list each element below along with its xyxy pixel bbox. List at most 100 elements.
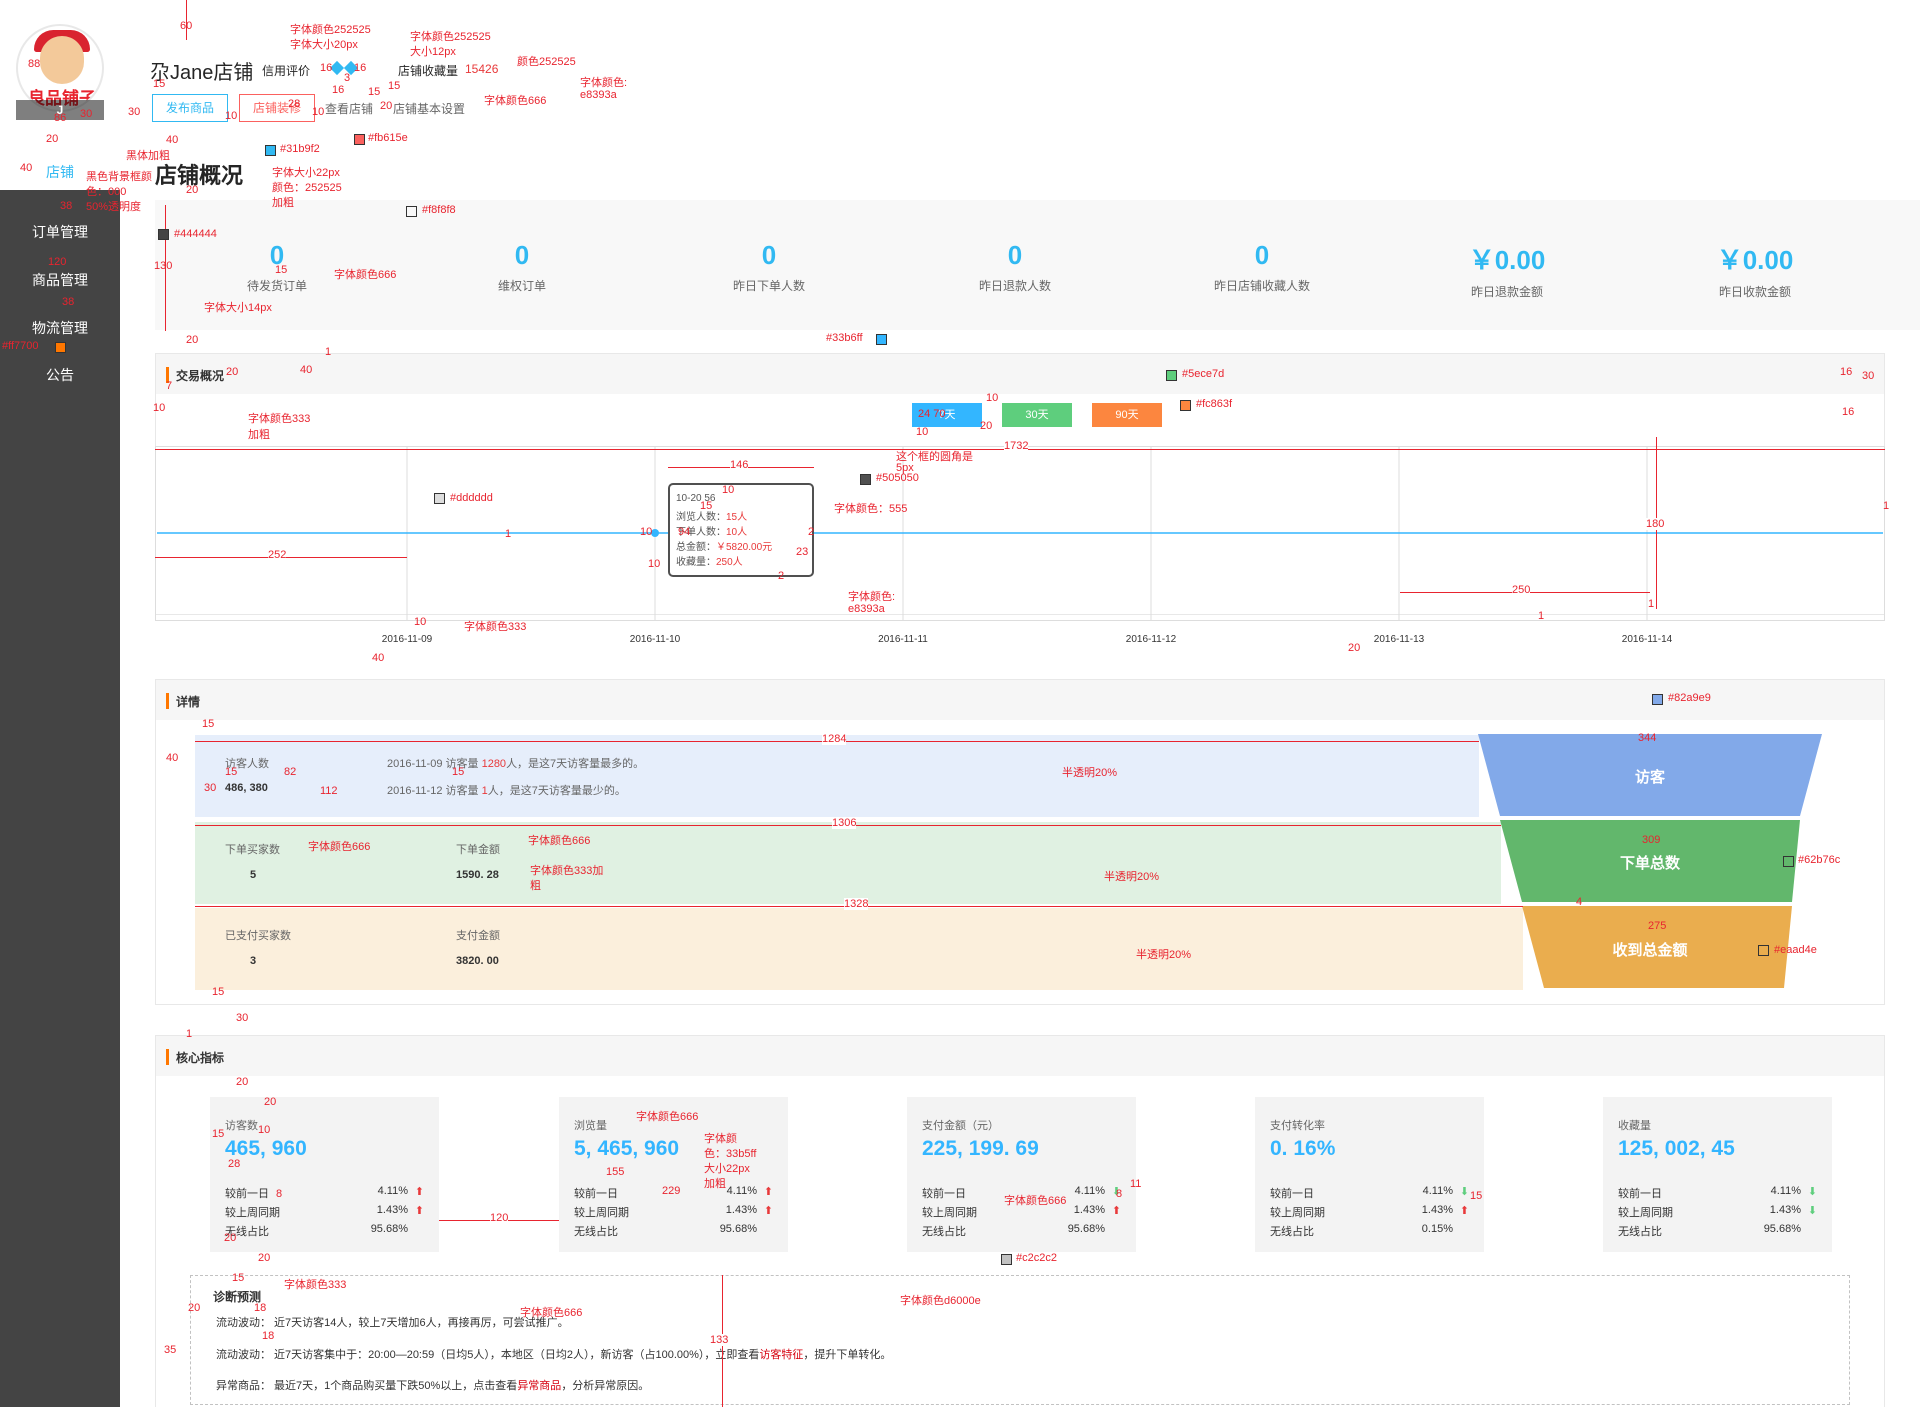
kpi-row-label: 无线占比 xyxy=(1270,1226,1314,1238)
measure-label: 15 xyxy=(212,986,225,998)
callout-text: 字体大小14px xyxy=(204,302,272,314)
sidebar-item-products[interactable]: 商品管理 xyxy=(32,272,88,288)
arrow-up-icon: ⬆ xyxy=(1459,1205,1469,1217)
note-post: 人，是这7天访客量最少的。 xyxy=(487,785,626,797)
arrow-down-icon: ⬇ xyxy=(1111,1186,1121,1198)
diag-text: 异常商品： 最近7天，1个商品购买量下跌50%以上，点击查看 xyxy=(216,1380,518,1392)
kpi-title: 支付转化率 xyxy=(1270,1120,1325,1132)
callout-text: e8393a xyxy=(580,89,617,101)
measure-label: 10 xyxy=(153,402,166,414)
arrow-up-icon: ⬆ xyxy=(414,1205,424,1217)
abnormal-products-link[interactable]: 异常商品 xyxy=(517,1380,562,1392)
measure-label: 15 xyxy=(232,1272,245,1284)
kpi-row-pct: 1.43% xyxy=(376,1204,408,1216)
paid-buyers-label: 已支付买家数 xyxy=(225,930,291,942)
callout-text: #62b76c xyxy=(1798,854,1841,866)
kpi-row-label: 无线占比 xyxy=(574,1226,618,1238)
stat-label: 待发货订单 xyxy=(246,279,307,293)
measure-label: 1328 xyxy=(844,898,869,910)
funnel-label-payment: 收到总金额 xyxy=(1612,942,1688,959)
tooltip-date: 10-20 56 xyxy=(676,493,716,504)
measure-label: 30 xyxy=(80,108,93,120)
order-amount-value: 1590. 28 xyxy=(456,869,499,881)
measure-label: 3 xyxy=(344,72,351,84)
tooltip-label: 下单人数： xyxy=(676,527,726,538)
kpi-row-pct: 4.11% xyxy=(1074,1185,1105,1197)
shop-settings-link[interactable]: 店铺基本设置 xyxy=(393,102,466,116)
tooltip-label: 总金额： xyxy=(676,542,716,553)
callout-text: 这个框的圆角是 xyxy=(896,451,973,463)
arrow-down-icon: ⬇ xyxy=(1807,1205,1817,1217)
kpi-row-pct: 4.11% xyxy=(1422,1185,1453,1197)
paid-amount-value: 3820. 00 xyxy=(456,955,499,967)
measure-label: 20 xyxy=(224,1232,237,1244)
callout-text: 大小12px xyxy=(410,46,456,58)
measure-line xyxy=(165,205,166,331)
sidebar-item-notice[interactable]: 公告 xyxy=(46,367,74,383)
measure-label: 112 xyxy=(320,785,338,797)
diagnosis-line: 流动波动： 近7天访客集中于：20:00—20:59（日均5人），本地区（日均2… xyxy=(216,1346,891,1362)
view-shop-link[interactable]: 查看店铺 xyxy=(325,102,374,116)
measure-label: 8 xyxy=(1116,1188,1123,1200)
measure-label: 15 xyxy=(225,766,238,778)
measure-label: 10 xyxy=(258,1124,271,1136)
kpi-row-label: 较上周同期 xyxy=(1618,1207,1673,1219)
tooltip-label: 收藏量： xyxy=(676,557,716,568)
kpi-row-pct: 1.43% xyxy=(1421,1204,1453,1216)
tooltip-value: 15人 xyxy=(726,512,748,523)
measure-label: 10 xyxy=(648,558,661,570)
note-value: 1 xyxy=(481,785,488,797)
paid-buyers-value: 3 xyxy=(250,955,257,967)
callout-text: 字体大小22px xyxy=(272,167,340,179)
section-header: 交易概况 xyxy=(156,354,1884,394)
tooltip-row: 浏览人数：15人 xyxy=(676,508,747,523)
sidebar-item-logistics[interactable]: 物流管理 xyxy=(32,320,88,336)
visitor-features-link[interactable]: 访客特征 xyxy=(759,1349,804,1361)
measure-label: 88 xyxy=(28,58,41,70)
stat-value: 0 xyxy=(1254,240,1270,270)
color-swatch xyxy=(158,229,169,240)
section-accent-bar xyxy=(166,1049,169,1065)
sidebar-item-orders[interactable]: 订单管理 xyxy=(32,224,88,240)
arrow-up-icon: ⬆ xyxy=(763,1205,773,1217)
callout-text: 字体颜色666 xyxy=(484,95,547,107)
kpi-row-pct: 1.43% xyxy=(1073,1204,1105,1216)
callout-text: #ff7700 xyxy=(2,340,39,352)
funnel-orders xyxy=(1500,820,1800,902)
callout-text: e8393a xyxy=(848,603,885,615)
publish-product-button[interactable]: 发布商品 xyxy=(152,94,228,122)
measure-line xyxy=(186,0,187,40)
measure-label: 24 70 xyxy=(918,408,946,420)
tab-7days[interactable]: 7天 xyxy=(912,403,982,427)
chart-x-tick-label: 2016-11-14 xyxy=(1621,634,1673,645)
callout-text: 字体颜色252525 xyxy=(410,31,491,43)
kpi-row-label: 无线占比 xyxy=(922,1226,966,1238)
tab-90days[interactable]: 90天 xyxy=(1092,403,1162,427)
measure-label: 1 xyxy=(505,528,512,540)
measure-label: 40 xyxy=(166,752,179,764)
tab-30days[interactable]: 30天 xyxy=(1002,403,1072,427)
funnel-chart xyxy=(1478,734,1822,988)
measure-label: 1 xyxy=(1538,610,1545,622)
callout-text: 颜色252525 xyxy=(517,56,576,68)
measure-label: 229 xyxy=(662,1185,681,1197)
measure-label: 30 xyxy=(236,1012,249,1024)
kpi-title: 访客数 xyxy=(225,1120,258,1132)
visitors-note-max: 2016-11-09 访客量 1280人，是这7天访客量最多的。 xyxy=(387,755,644,771)
chart-tooltip: 10-20 56 浏览人数：15人 下单人数：10人 总金额：￥5820.00元… xyxy=(668,483,814,577)
sidebar-item-shop[interactable]: 店铺 xyxy=(46,164,74,180)
measure-label: 10 xyxy=(225,110,238,122)
decorate-shop-button[interactable]: 店铺装修 xyxy=(239,94,315,122)
